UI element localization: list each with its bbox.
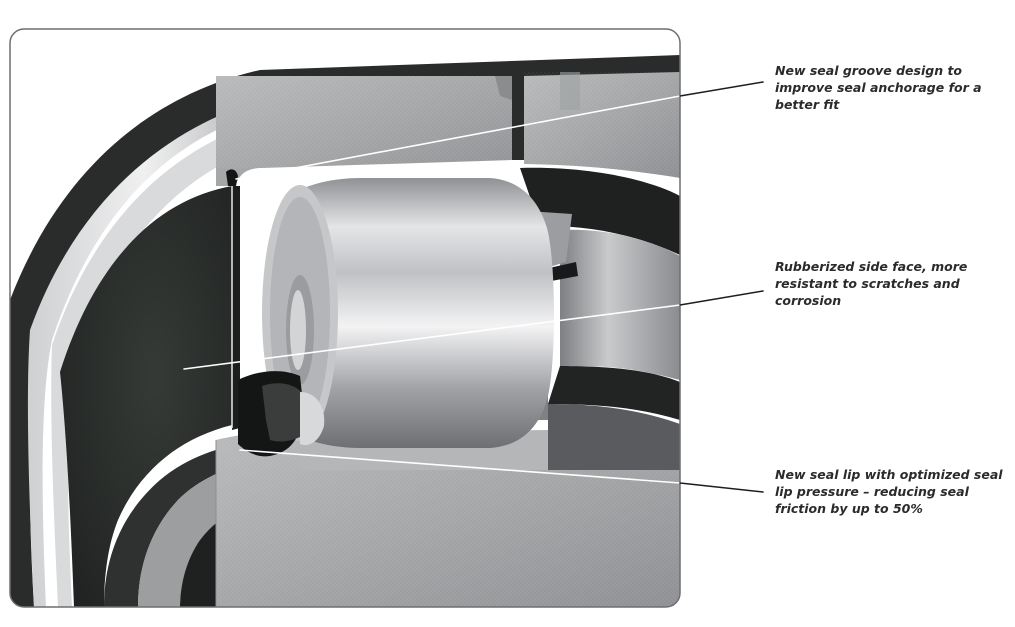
callout-seal-lip: New seal lip with optimized seal lip pre… — [775, 467, 1003, 516]
leader-line-seal-groove-ext — [679, 81, 764, 97]
figure-frame — [9, 28, 681, 608]
leader-lines — [183, 81, 764, 493]
callout-seal-groove: New seal groove design to improve seal a… — [775, 63, 982, 112]
leader-line-rubberized-face — [183, 304, 681, 370]
leader-line-seal-lip — [239, 449, 681, 484]
leader-line-rubberized-face-ext — [679, 290, 764, 306]
leader-line-seal-lip-ext — [679, 482, 764, 493]
callout-rubberized-side-face: Rubberized side face, more resistant to … — [775, 259, 968, 308]
bearing-illustration — [10, 29, 680, 607]
leader-line-seal-groove — [235, 95, 681, 180]
